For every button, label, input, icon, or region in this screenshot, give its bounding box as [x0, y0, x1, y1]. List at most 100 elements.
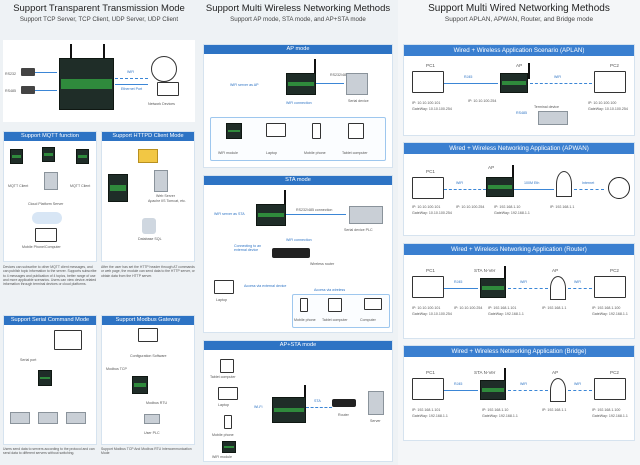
col1-title: Support Transparent Transmission Mode [0, 0, 198, 16]
server-device-image [59, 58, 114, 110]
router-ap-label: AP [552, 268, 558, 273]
apwan-title: Wired + Wireless Networking Application … [404, 143, 634, 154]
serial-device-icon [346, 73, 368, 95]
sta-mode-title: STA mode [204, 176, 392, 185]
device-icon [42, 147, 55, 162]
router-panel: Wired + Wireless Networking Application … [403, 243, 635, 339]
router-rj45-label: RJ45 [454, 280, 462, 284]
router-wifi2-label: WiFi [574, 280, 581, 284]
server-rack-icon [66, 412, 86, 424]
serial-line [286, 214, 346, 215]
sta-link [306, 407, 332, 408]
pc2-monitor-icon [594, 378, 626, 400]
column-transparent-transmission: Support Transparent Transmission Mode Su… [0, 0, 198, 465]
wifi-server-sta-label: WiFi server as STA [214, 212, 245, 216]
serial-command-title: Support Serial Command Mode [4, 316, 96, 325]
bridge-sta-ip: IP: 192.168.1.10 [482, 408, 508, 412]
col3-title: Support Multi Wired Networking Methods [398, 0, 640, 16]
wifi-link [508, 390, 548, 391]
bridge-panel: Wired + Wireless Networking Application … [403, 345, 635, 441]
apsta-mobile-label: Mobile phone [212, 433, 234, 437]
eth-link [514, 189, 554, 190]
bridge-pc2-label: PC2 [610, 370, 619, 375]
apwan-eth-label: 100M Eth [524, 181, 539, 185]
aplan-pc2-ip: IP: 10.10.100.100 [588, 101, 616, 105]
globe-icon [608, 177, 630, 199]
bridge-pc1-label: PC1 [426, 370, 435, 375]
mqtt-panel-title: Support MQTT function [4, 132, 96, 141]
db9-connector-icon [21, 86, 35, 94]
modbus-rtu-label: Modbus RTU [146, 401, 167, 405]
aplan-title: Wired + Wireless Application Scenario (A… [404, 45, 634, 56]
ap-device-image [486, 177, 514, 197]
wifi-module-icon [226, 123, 242, 139]
aplan-ap-ip: IP: 10.10.100.254 [468, 99, 496, 103]
httpd-panel-title: Support HTTPD Client Mode [102, 132, 194, 141]
server-icon [154, 170, 168, 192]
router-sta-ip2: IP: 192.168.1.101 [488, 306, 516, 310]
device-icon [132, 376, 148, 394]
rj45-link [444, 83, 498, 84]
ethernet-link [115, 84, 148, 85]
router-pc2-gw: GateWay: 192.168.1.1 [592, 312, 628, 316]
serial-line [35, 90, 57, 91]
router-pc1-label: PC1 [426, 268, 435, 273]
sta-device-label-1: Tablet computer [322, 318, 348, 322]
aplan-ap-label: AP [516, 63, 522, 68]
cloud-server-icon [44, 172, 58, 190]
aplan-pc2-label: PC2 [610, 63, 619, 68]
wifi-module-icon [222, 441, 236, 453]
router-title: Wired + Wireless Networking Application … [404, 244, 634, 255]
wifi-link [568, 390, 592, 391]
sta-wifi-connection-label: WiFi connection [286, 238, 312, 242]
cloud-icon [32, 212, 62, 224]
aplan-pc1-ip: IP: 10.10.100.101 [412, 101, 440, 105]
bridge-pc2-gw: GateWay: 192.168.1.1 [592, 414, 628, 418]
pc1-monitor-icon [412, 71, 444, 93]
monitor-icon [157, 82, 179, 96]
apsta-router-label: Router [338, 413, 349, 417]
httpd-note: After the user has set the HTTP header t… [101, 265, 195, 278]
pc1-monitor-icon [412, 177, 444, 199]
apsta-wifi-label: Wi-Fi [254, 405, 262, 409]
aplan-rs485-label: RS485 [516, 111, 527, 115]
laptop-icon [218, 387, 238, 400]
mqtt-panel: Support MQTT function MQTT Client MQTT C… [3, 131, 97, 262]
bridge-pc1-ip: IP: 192.168.1.101 [412, 408, 440, 412]
server-monitor-icon [54, 330, 82, 350]
computer-icon [35, 228, 57, 242]
access-external-label: Access via external device [244, 284, 286, 288]
laptop-label: Laptop [216, 298, 227, 302]
internet-link [574, 189, 604, 190]
mobile-computer-label: Mobile Phone/Computer [22, 245, 61, 249]
router-pc2-ip: IP: 192.168.1.100 [592, 306, 620, 310]
apwan-panel: Wired + Wireless Networking Application … [403, 142, 635, 236]
aplan-pc1-label: PC1 [426, 63, 435, 68]
bridge-title: Wired + Wireless Networking Application … [404, 346, 634, 357]
column-wireless-networking: Support Multi Wireless Networking Method… [198, 0, 398, 465]
apsta-mode-title: AP+STA mode [204, 341, 392, 350]
device-icon [10, 149, 23, 164]
wifi-link [530, 83, 592, 84]
aplan-pc2-gw: GateWay: 10.10.100.254 [588, 107, 628, 111]
serial-note: Users send data to servers according to … [3, 447, 97, 456]
ap-device-label-2: Mobile phone [304, 151, 326, 155]
mobile-phone-icon [300, 298, 308, 312]
sta-device-image [480, 278, 506, 298]
modbus-panel-title: Support Modbus Gateway [102, 316, 194, 325]
modbus-tcp-label: Modbus TCP [106, 367, 127, 371]
connect-external-label: Connecting to an external device [234, 244, 274, 252]
wireless-router-label: Wireless router [310, 262, 334, 266]
aplan-wifi-label: WiFi [554, 75, 561, 79]
database-icon [138, 149, 158, 163]
network-devices-label: Network Devices [148, 102, 175, 106]
config-software-label: Configuration Software [130, 354, 167, 358]
server-device-image [286, 73, 316, 95]
radio-tower-icon [550, 276, 566, 300]
laptop-icon [266, 123, 286, 137]
laptop-icon [214, 280, 234, 294]
tablet-icon [328, 298, 342, 312]
apwan-pc1-ip: IP: 10.10.100.101 [412, 205, 440, 209]
apsta-mode-panel: AP+STA mode Tablet computer Laptop Mobil… [203, 340, 393, 462]
plc-icon [349, 206, 383, 224]
